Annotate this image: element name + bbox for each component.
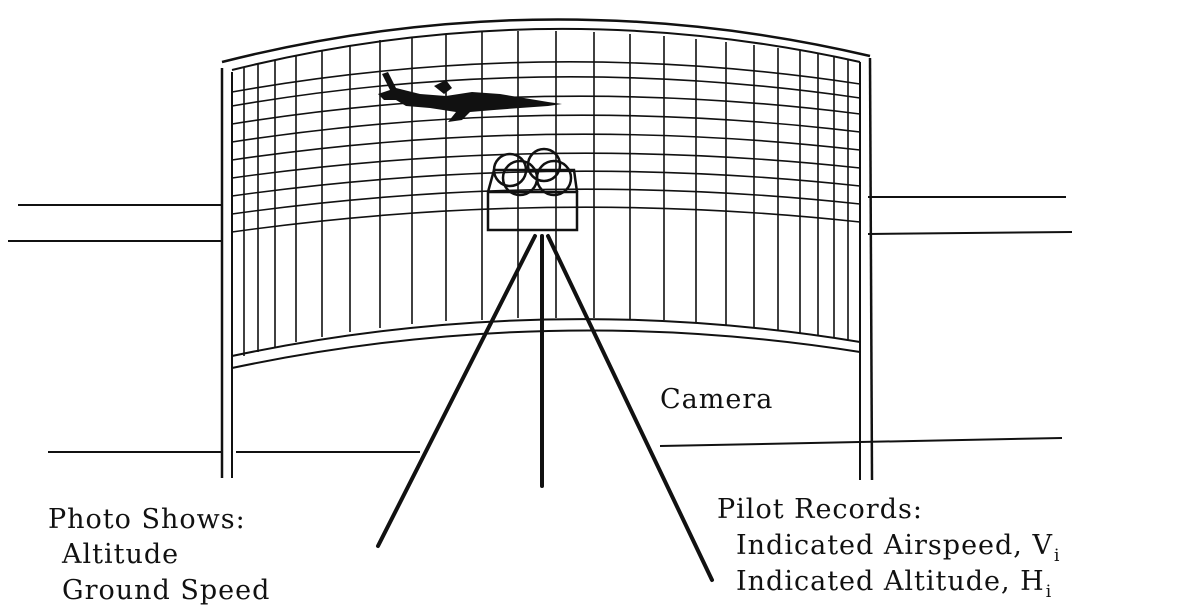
screen-bottom-arc-upper — [231, 318, 861, 357]
screen-top-arc-inner — [231, 27, 861, 71]
photo-shows-item-ground-speed: Ground Speed — [62, 575, 271, 606]
pilot-records-title: Pilot Records: — [717, 494, 923, 525]
screen-top-arc-outer — [221, 18, 871, 64]
screen-post-right-outer — [868, 57, 874, 481]
horizon-line-right-lower — [867, 231, 1073, 235]
pilot-records-item-subscript: i — [1045, 582, 1053, 602]
pilot-records-item-subscript: i — [1053, 546, 1061, 566]
pilot-records-item-text: Indicated Altitude, H — [736, 566, 1045, 597]
camera-box — [486, 190, 579, 232]
camera-icon — [486, 147, 579, 232]
camera-lens-right-rear — [526, 147, 562, 183]
pilot-records-item-text: Indicated Airspeed, V — [736, 530, 1053, 561]
camera-label: Camera — [660, 384, 774, 415]
tripod-leg-left — [376, 234, 537, 548]
camera-lens-right — [535, 159, 573, 197]
pilot-records-item-indicated-airspeed: Indicated Airspeed, Vi — [736, 530, 1061, 566]
screen-grid-horizontal — [231, 61, 861, 233]
screen-bottom-arc-lower — [231, 329, 861, 369]
camera-lens-left-rear — [492, 152, 528, 188]
photo-shows-item-altitude: Altitude — [62, 539, 180, 570]
pilot-records-item-indicated-altitude: Indicated Altitude, Hi — [736, 566, 1053, 602]
jet-aircraft-icon — [378, 72, 562, 122]
tripod-leg-right — [546, 234, 714, 582]
photo-shows-title: Photo Shows: — [48, 504, 246, 535]
tripod — [376, 234, 714, 582]
screen-grid-vertical — [243, 31, 849, 356]
